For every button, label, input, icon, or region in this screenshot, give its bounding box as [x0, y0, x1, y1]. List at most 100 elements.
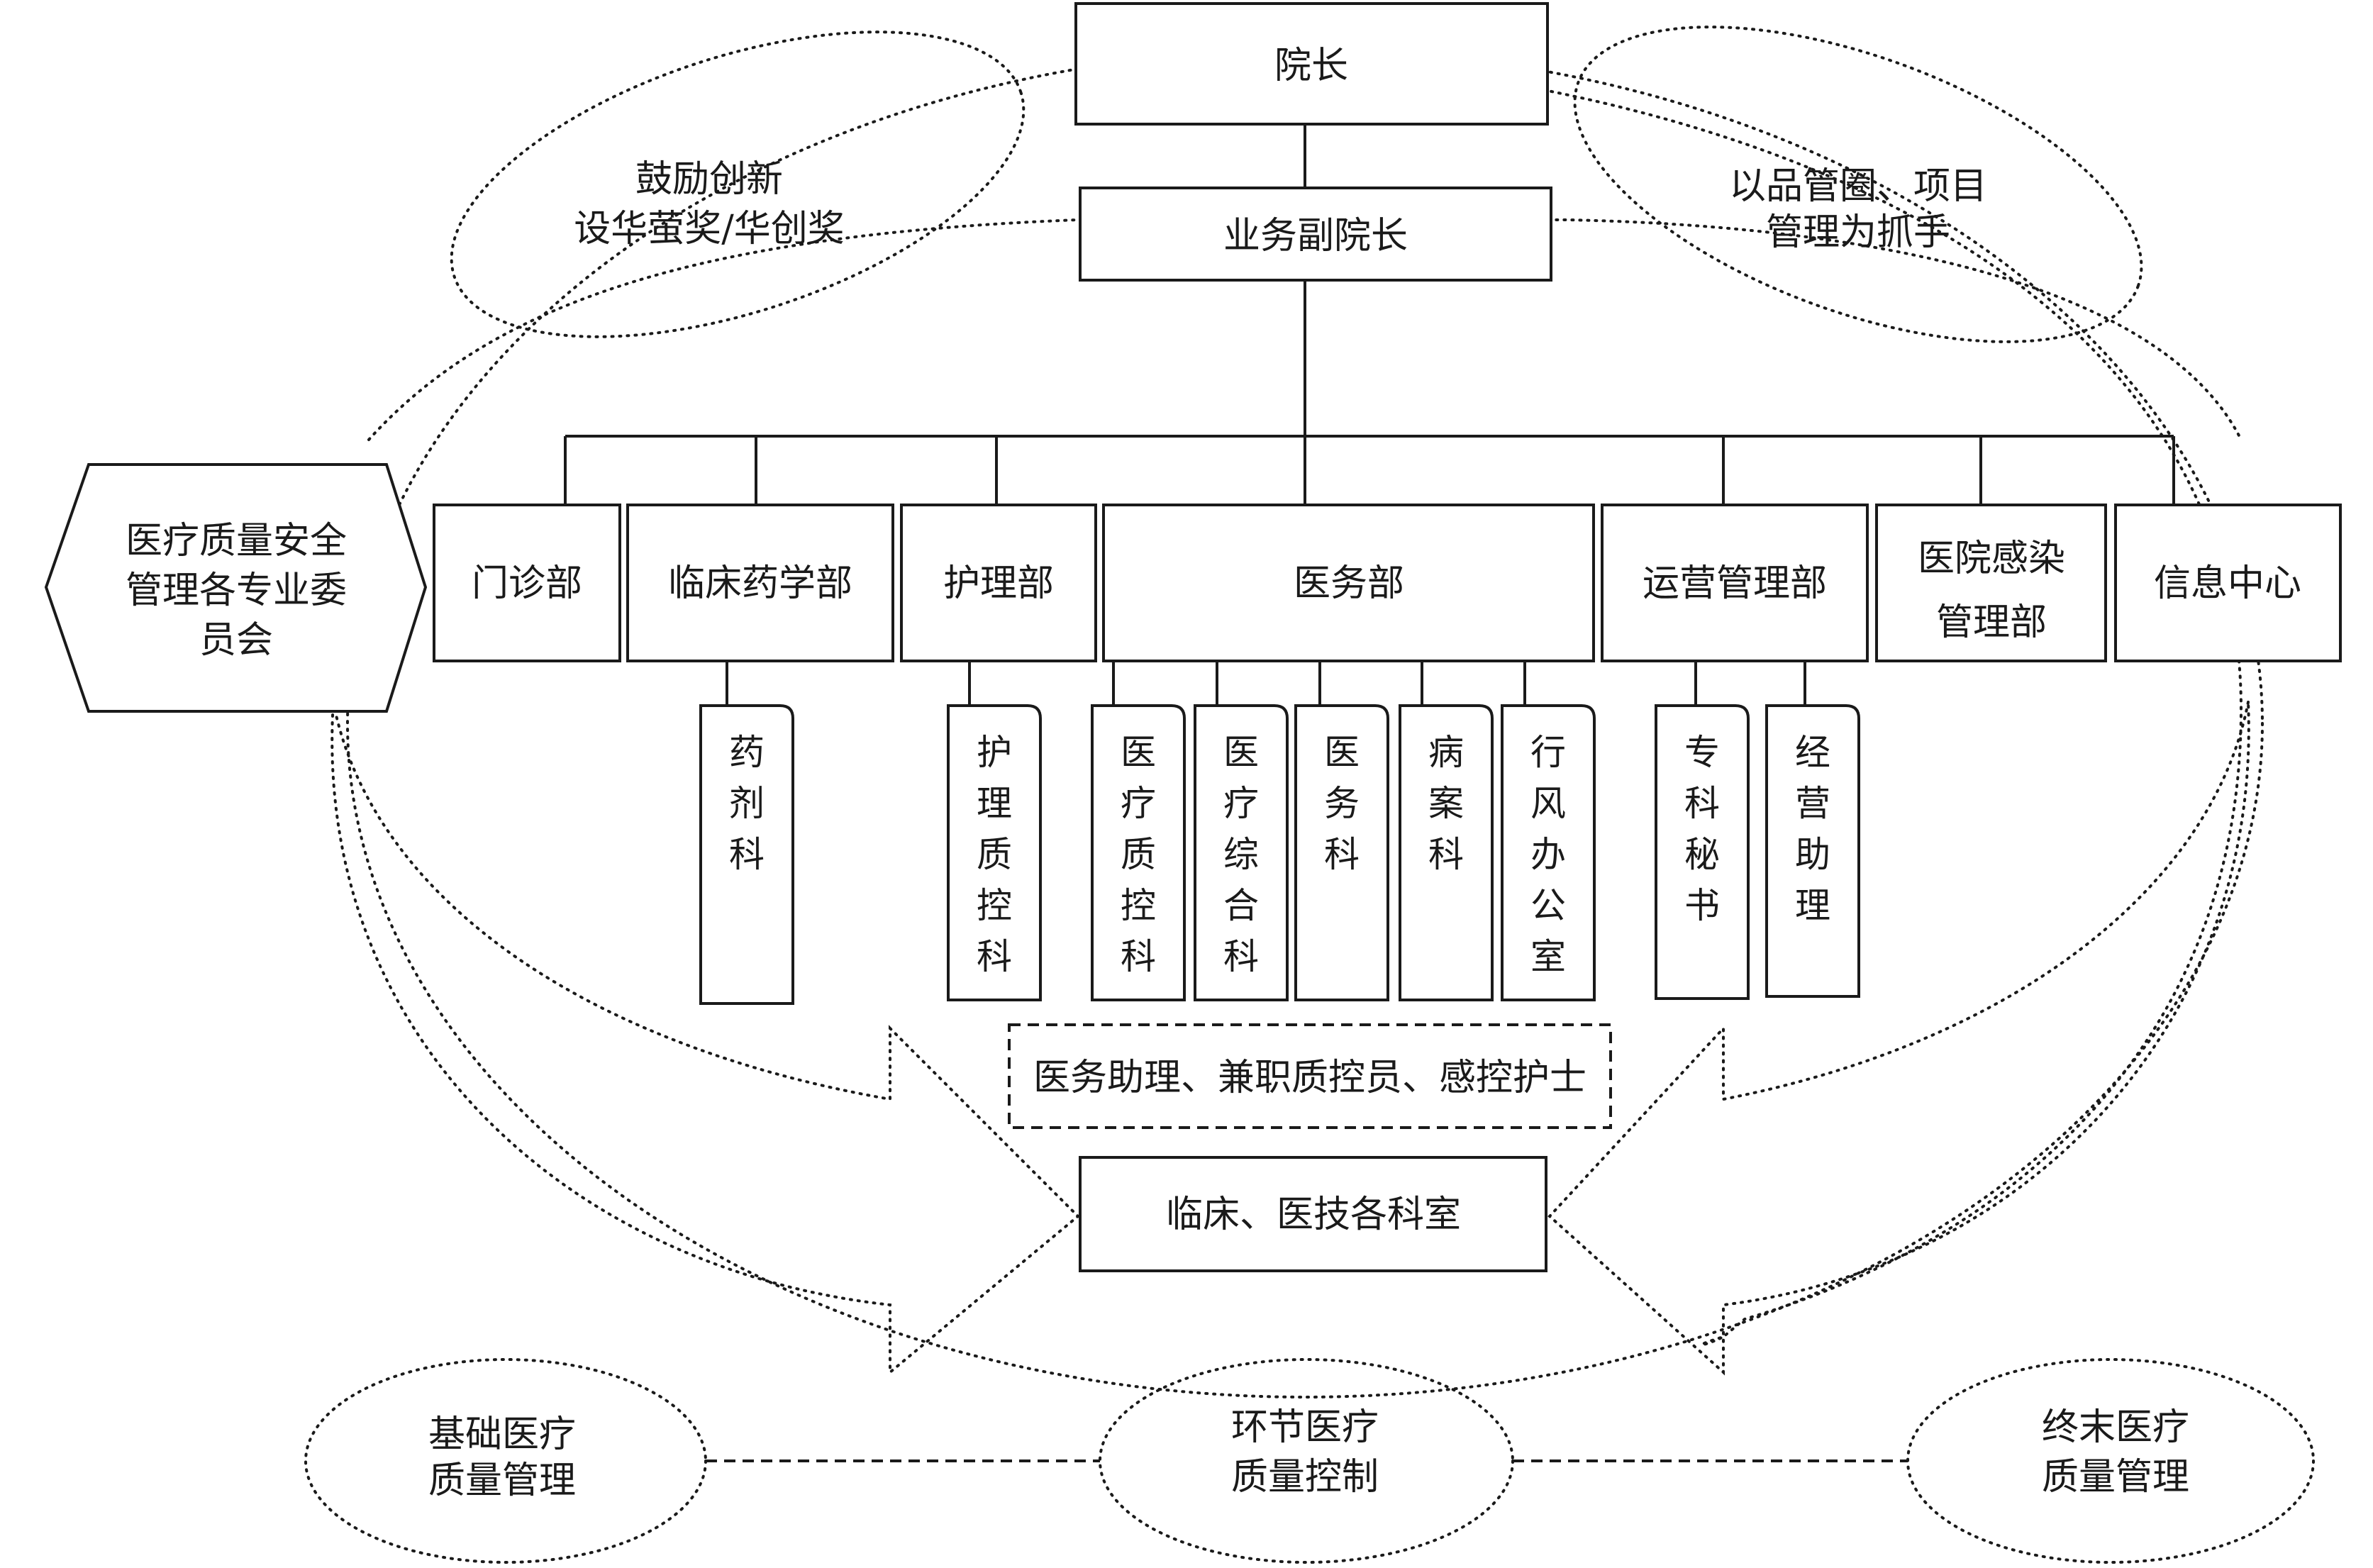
sub-unit-char: 疗: [1223, 783, 1259, 824]
sub-unit-char: 科: [1324, 834, 1360, 875]
department-operations: 运营管理部: [1601, 504, 1869, 662]
svg-text:临床药学部: 临床药学部: [668, 562, 852, 605]
right-big-arrow: [1547, 701, 2250, 1376]
sub-unit-char: 质: [977, 834, 1012, 875]
final-quality-line-1: 终末医疗: [2042, 1406, 2189, 1449]
svg-text:经营助理: 经营助理: [1795, 732, 1830, 926]
svg-text:管理部: 管理部: [1936, 601, 2047, 644]
sub-unit-char: 剂: [729, 783, 765, 824]
sub-unit-char: 护: [977, 732, 1012, 773]
sub-unit-char: 室: [1530, 936, 1566, 977]
sub-unit-medical-records: 病案科: [1399, 704, 1494, 1001]
sub-unit-char: 案: [1428, 783, 1464, 824]
svg-text:行风办公室: 行风办公室: [1530, 732, 1566, 977]
committee-hexagon: [44, 463, 428, 713]
svg-text:护理部: 护理部: [943, 562, 1054, 605]
department-medical-affairs: 医务部: [1102, 504, 1595, 662]
sub-unit-char: 药: [729, 732, 765, 773]
department-information-center: 信息中心: [2114, 504, 2342, 662]
sub-unit-char: 科: [1223, 936, 1259, 977]
left-big-arrow: [330, 701, 1080, 1376]
final-quality-oval: [1906, 1358, 2315, 1564]
sub-unit-medical-general: 医疗综合科: [1194, 704, 1289, 1001]
sub-unit-char: 经: [1795, 732, 1830, 773]
sub-unit-char: 科: [1121, 936, 1156, 977]
outer-dotted-cycle: [1077, 48, 2243, 1347]
sub-unit-char: 助: [1795, 834, 1830, 875]
svg-text:医疗质控科: 医疗质控科: [1121, 732, 1156, 977]
svg-text:信息中心: 信息中心: [2154, 562, 2301, 605]
sub-unit-business-assistant: 经营助理: [1765, 704, 1860, 998]
department-infection-control: 医院感染 管理部: [1875, 504, 2107, 662]
innovation-line-2: 设华萤奖/华创奖: [574, 208, 845, 250]
svg-text:门诊部: 门诊部: [472, 562, 582, 605]
basic-quality-line-1: 基础医疗: [428, 1413, 576, 1456]
sub-unit-char: 科: [1684, 783, 1720, 824]
qcc-line-1: 以品管圈、项目: [1729, 165, 1987, 208]
svg-text:专科秘书: 专科秘书: [1684, 732, 1720, 926]
sub-unit-char: 务: [1324, 783, 1360, 824]
sub-unit-char: 办: [1530, 834, 1566, 875]
sub-unit-char: 行: [1530, 732, 1566, 773]
sub-unit-char: 风: [1530, 783, 1566, 824]
sub-unit-char: 合: [1223, 885, 1259, 926]
committee-line-2: 管理各专业委: [126, 569, 347, 612]
sub-unit-char: 科: [1428, 834, 1464, 875]
qcc-line-2: 管理为抓手: [1766, 211, 1950, 254]
qcc-oval: [1573, 26, 2143, 343]
svg-text:医务部: 医务部: [1294, 562, 1404, 605]
sub-unit-char: 公: [1530, 885, 1566, 926]
sub-unit-char: 医: [1121, 732, 1156, 773]
sub-unit-medical-qc: 医疗质控科: [1091, 704, 1186, 1001]
president-box: [1074, 2, 1549, 126]
sub-unit-drops: [726, 661, 1806, 706]
inner-dotted-arc: [367, 218, 2243, 441]
sub-unit-char: 质: [1121, 834, 1156, 875]
sub-unit-char: 理: [1795, 885, 1830, 926]
sub-unit-char: 疗: [1121, 783, 1156, 824]
clinical-departments-box: [1079, 1156, 1547, 1272]
process-quality-line-1: 环节医疗: [1231, 1406, 1379, 1449]
sub-unit-char: 秘: [1684, 834, 1720, 875]
committee-line-1: 医疗质量安全: [126, 520, 347, 562]
sub-unit-char: 控: [977, 885, 1012, 926]
basic-quality-line-2: 质量管理: [428, 1459, 576, 1502]
sub-unit-nursing-qc: 护理质控科: [947, 704, 1042, 1001]
president-label: 院长: [1274, 45, 1348, 87]
committee-line-3: 员会: [199, 619, 273, 662]
svg-text:药剂科: 药剂科: [729, 732, 765, 875]
sub-unit-char: 理: [977, 783, 1012, 824]
sub-unit-char: 科: [977, 936, 1012, 977]
department-drops: [564, 436, 2175, 505]
sub-unit-specialty-secretary: 专科秘书: [1655, 704, 1750, 1000]
svg-text:医院感染: 医院感染: [1918, 538, 2065, 580]
svg-text:运营管理部: 运营管理部: [1643, 562, 1827, 605]
svg-text:医务科: 医务科: [1324, 732, 1360, 875]
svg-text:医疗综合科: 医疗综合科: [1223, 732, 1259, 977]
sub-unit-char: 病: [1428, 732, 1464, 773]
sub-unit-char: 医: [1324, 732, 1360, 773]
sub-unit-char: 科: [729, 834, 765, 875]
clinical-departments-label: 临床、医技各科室: [1166, 1194, 1461, 1236]
sub-unit-char: 控: [1121, 885, 1156, 926]
sub-unit-char: 书: [1684, 885, 1720, 926]
sub-unit-pharmacy: 药剂科: [699, 704, 794, 1005]
vice-president-label: 业务副院长: [1223, 215, 1408, 257]
final-quality-line-2: 质量管理: [2042, 1456, 2189, 1499]
innovation-oval: [450, 30, 1026, 338]
svg-text:病案科: 病案科: [1428, 732, 1464, 875]
process-quality-line-2: 质量控制: [1231, 1456, 1379, 1499]
staff-dashed-box: [1008, 1023, 1612, 1129]
staff-label: 医务助理、兼职质控员、感控护士: [1033, 1057, 1586, 1099]
sub-unit-char: 综: [1223, 834, 1259, 875]
department-outpatient: 门诊部: [433, 504, 621, 662]
sub-unit-char: 专: [1684, 732, 1720, 773]
sub-unit-char: 营: [1795, 783, 1830, 824]
department-nursing: 护理部: [900, 504, 1097, 662]
innovation-line-1: 鼓励创新: [635, 158, 783, 201]
svg-text:护理质控科: 护理质控科: [977, 732, 1012, 977]
sub-unit-medical-section: 医务科: [1294, 704, 1389, 1001]
vice-president-box: [1079, 187, 1552, 282]
sub-unit-char: 医: [1223, 732, 1259, 773]
